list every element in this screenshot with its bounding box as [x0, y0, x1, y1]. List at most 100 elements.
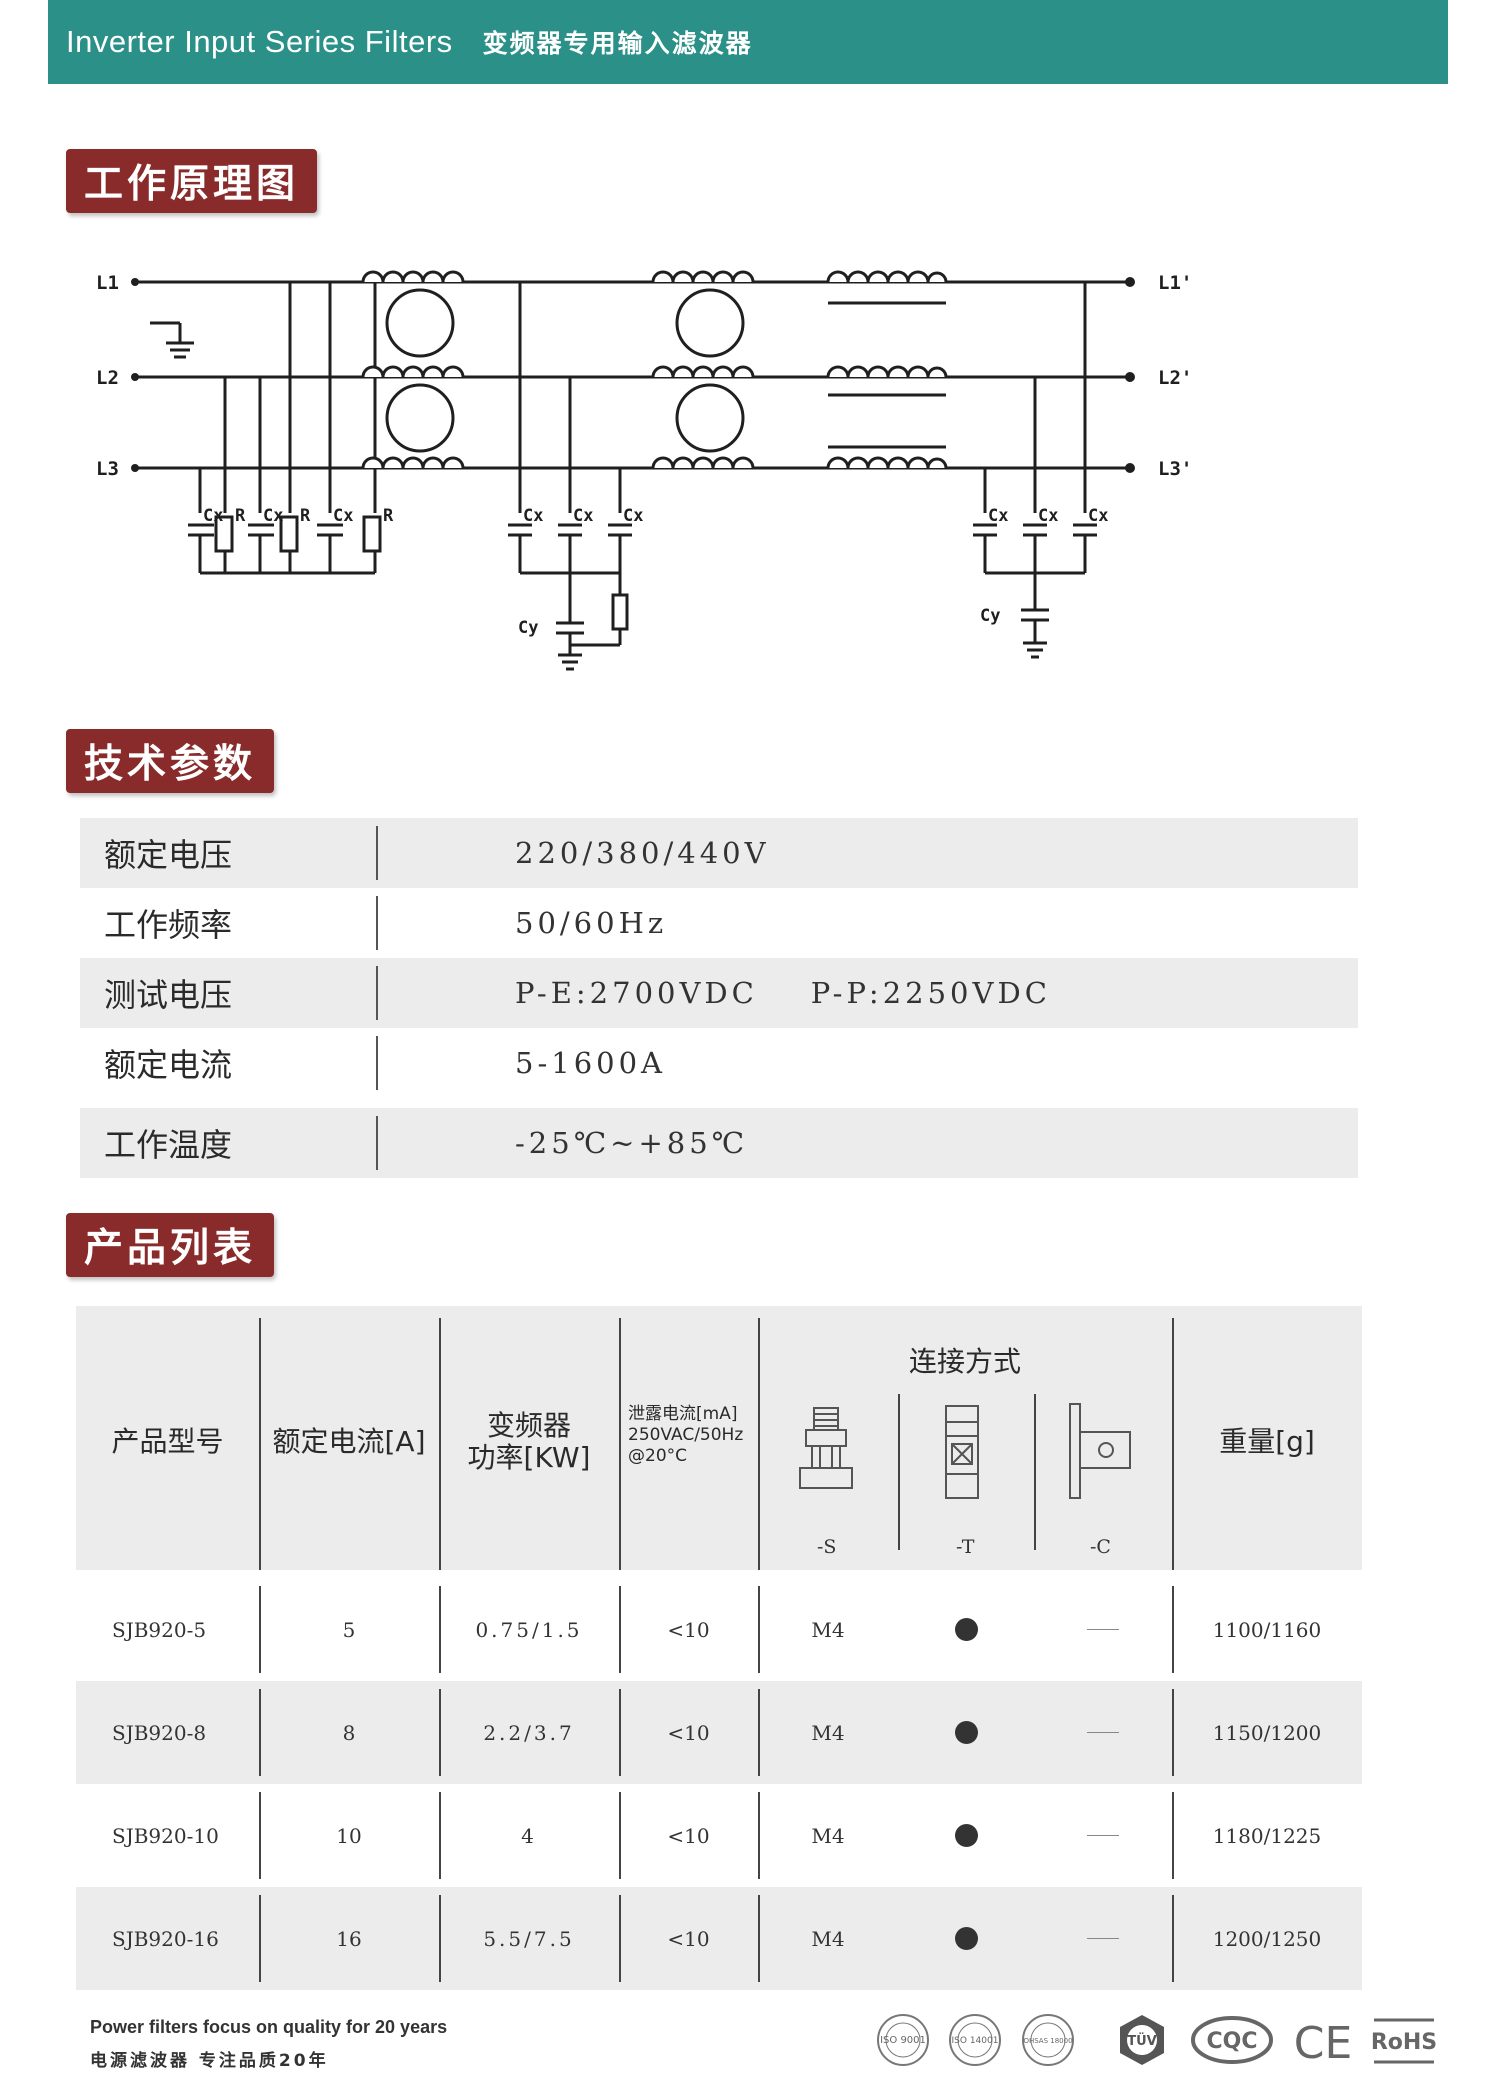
- cell-power: 0.75/1.5: [475, 1617, 583, 1642]
- iso9001-icon: ISO 9001: [877, 2014, 929, 2066]
- dash-icon: [1087, 1732, 1119, 1733]
- header-conn-t: -T: [956, 1536, 975, 1558]
- label-cy: Cy: [980, 606, 1000, 626]
- cell-conn-c: [1034, 1784, 1172, 1887]
- table-row: SJB920-10 10 4 <10 M4 1180/1225: [76, 1784, 1362, 1887]
- cell-conn-s: M4: [811, 1926, 845, 1951]
- cell-current: 8: [342, 1720, 356, 1745]
- header-power-2: 功率[KW]: [467, 1441, 591, 1474]
- label-l2-out: L2': [1158, 367, 1192, 389]
- cert-ohsas-text: OHSAS 18000: [1023, 2037, 1072, 2045]
- header-conn-s: -S: [817, 1536, 837, 1558]
- label-l1-out: L1': [1158, 272, 1192, 294]
- cell-current: 5: [342, 1617, 356, 1642]
- table-row: SJB920-8 8 2.2/3.7 <10 M4 1150/1200: [76, 1681, 1362, 1784]
- iso14001-icon: ISO 14001: [949, 2014, 1001, 2066]
- cell-conn-c: [1034, 1681, 1172, 1784]
- spec-row: 工作温度 -25℃~+85℃: [80, 1108, 1358, 1178]
- cell-conn-s: M4: [811, 1823, 845, 1848]
- header-current: 额定电流[A]: [272, 1425, 426, 1458]
- spec-value: 220/380/440V: [515, 836, 770, 870]
- cell-conn-t: [898, 1578, 1034, 1681]
- page-header: Inverter Input Series Filters 变频器专用输入滤波器: [48, 0, 1448, 84]
- filled-dot-icon: [954, 1618, 978, 1641]
- cell-model: SJB920-5: [112, 1617, 207, 1642]
- header-title-zh: 变频器专用输入滤波器: [482, 29, 753, 58]
- cell-model: SJB920-16: [112, 1926, 219, 1951]
- dash-icon: [1087, 1629, 1119, 1630]
- cell-weight: 1150/1200: [1212, 1720, 1322, 1745]
- spec-label: 测试电压: [104, 976, 233, 1014]
- cell-current: 16: [336, 1926, 362, 1951]
- cell-model: SJB920-8: [112, 1720, 207, 1745]
- screw-terminal-icon: [799, 1407, 853, 1489]
- cell-conn-c: [1034, 1578, 1172, 1681]
- label-cx: Cx: [333, 506, 353, 526]
- label-l3: L3: [96, 458, 119, 480]
- dash-icon: [1087, 1835, 1119, 1836]
- spec-value: 50/60Hz: [515, 906, 668, 940]
- table-row: SJB920-16 16 5.5/7.5 <10 M4 1200/1250: [76, 1887, 1362, 1990]
- cell-conn-t: [898, 1887, 1034, 1990]
- cert-iso14001-text: ISO 14001: [952, 2036, 999, 2046]
- cell-current: 10: [336, 1823, 362, 1848]
- cell-conn-s: M4: [811, 1617, 845, 1642]
- header-leakage-1: 泄露电流[mA]: [628, 1404, 738, 1424]
- label-cx: Cx: [1088, 506, 1108, 526]
- spec-divider: [376, 896, 378, 950]
- cell-conn-t: [898, 1681, 1034, 1784]
- ohsas-icon: OHSAS 18000: [1022, 2014, 1074, 2066]
- label-l2: L2: [96, 367, 119, 389]
- filled-dot-icon: [954, 1824, 978, 1847]
- cell-weight: 1100/1160: [1212, 1617, 1322, 1642]
- label-cx: Cx: [1038, 506, 1058, 526]
- table-row: SJB920-5 5 0.75/1.5 <10 M4 1100/1160: [76, 1578, 1362, 1681]
- cert-rohs-text: RoHS: [1372, 2030, 1436, 2055]
- cell-model: SJB920-10: [112, 1823, 219, 1848]
- ce-icon: CE: [1294, 2018, 1353, 2066]
- spec-value: -25℃~+85℃: [515, 1126, 749, 1160]
- label-cx: Cx: [523, 506, 543, 526]
- section-tag-params: 技术参数: [66, 729, 275, 793]
- cell-power: 5.5/7.5: [483, 1926, 575, 1951]
- cell-leakage: <10: [667, 1720, 710, 1745]
- spec-row: 工作频率 50/60Hz: [80, 888, 1358, 958]
- spec-value: 5-1600A: [515, 1046, 666, 1080]
- spec-label: 工作频率: [104, 906, 233, 944]
- label-r: R: [300, 506, 311, 526]
- spec-row: 测试电压 P-E:2700VDC P-P:2250VDC: [80, 958, 1358, 1028]
- cell-power: 4: [521, 1823, 537, 1848]
- header-weight: 重量[g]: [1219, 1425, 1315, 1458]
- spec-label: 额定电压: [104, 836, 233, 874]
- header-power-1: 变频器: [486, 1409, 571, 1442]
- spec-table: 额定电压 220/380/440V 工作频率 50/60Hz 测试电压 P-E:…: [80, 818, 1358, 1178]
- cell-weight: 1200/1250: [1212, 1926, 1322, 1951]
- spec-divider: [376, 966, 378, 1020]
- product-table: 产品型号 额定电流[A] 变频器 功率[KW] 泄露电流[mA] 250VAC/…: [76, 1306, 1362, 1990]
- spec-row: 额定电压 220/380/440V: [80, 818, 1358, 888]
- section-tag-principle: 工作原理图: [66, 149, 318, 213]
- rohs-icon: RoHS: [1372, 2018, 1436, 2064]
- footer-slogan-zh: 电源滤波器 专注品质20年: [90, 2051, 329, 2071]
- label-r: R: [383, 506, 394, 526]
- cert-iso9001-text: ISO 9001: [880, 2035, 926, 2046]
- label-l1: L1: [96, 272, 119, 294]
- cell-power: 2.2/3.7: [483, 1720, 575, 1745]
- label-cx: Cx: [263, 506, 283, 526]
- spec-label: 额定电流: [104, 1046, 233, 1084]
- label-cx: Cx: [988, 506, 1008, 526]
- spec-value: P-E:2700VDC P-P:2250VDC: [515, 976, 1051, 1010]
- label-cx: Cx: [623, 506, 643, 526]
- cell-weight: 1180/1225: [1212, 1823, 1322, 1848]
- header-title-en: Inverter Input Series Filters: [66, 24, 453, 59]
- footer-slogan-en: Power filters focus on quality for 20 ye…: [90, 2017, 448, 2037]
- spec-divider: [376, 826, 378, 880]
- spec-divider: [376, 1036, 378, 1090]
- section-tag-products: 产品列表: [66, 1213, 275, 1277]
- label-l3-out: L3': [1158, 458, 1192, 480]
- label-cy: Cy: [518, 618, 538, 638]
- spec-label: 工作温度: [104, 1126, 233, 1164]
- header-leakage-3: @20°C: [628, 1446, 688, 1466]
- tuv-icon: TÜV: [1120, 2015, 1164, 2065]
- product-table-header: 产品型号 额定电流[A] 变频器 功率[KW] 泄露电流[mA] 250VAC/…: [76, 1306, 1362, 1570]
